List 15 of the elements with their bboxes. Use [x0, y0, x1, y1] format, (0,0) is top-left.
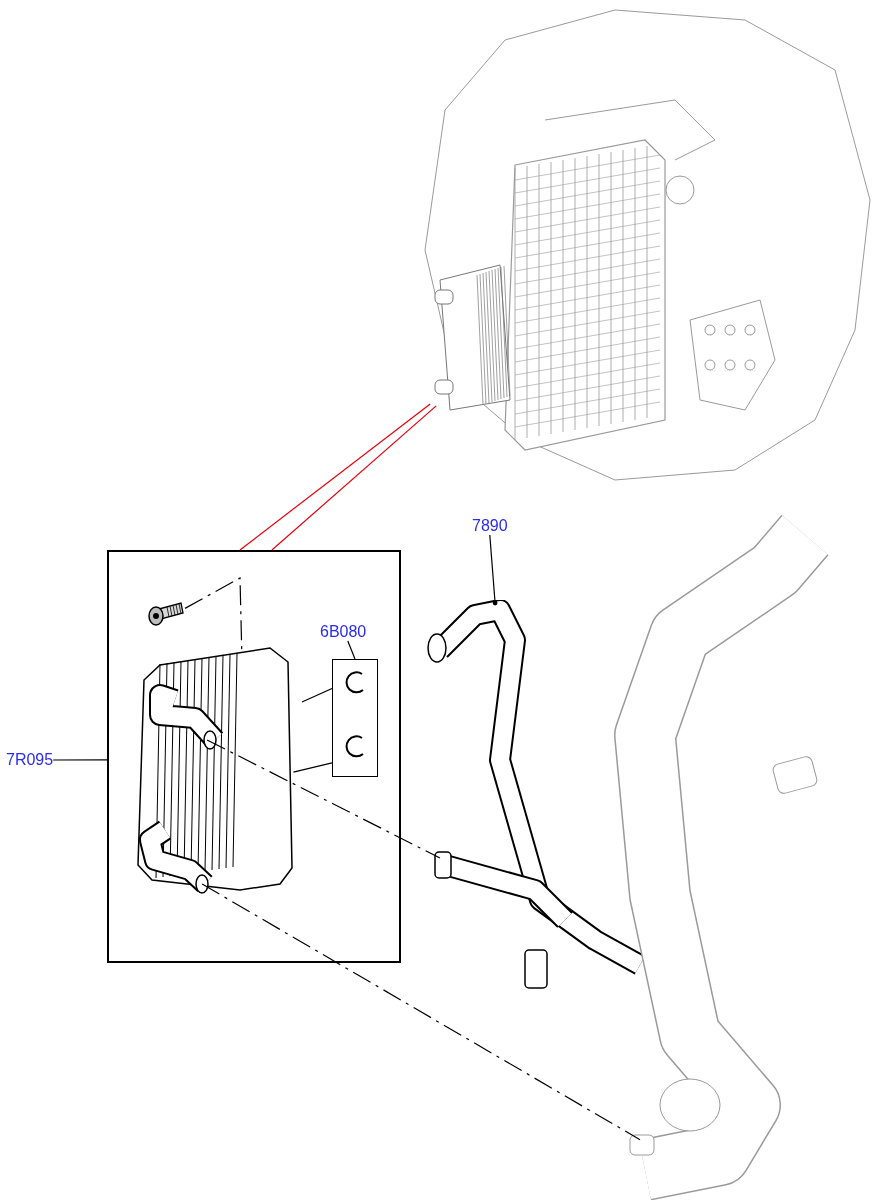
kit-frame: [107, 550, 401, 963]
part-number: 6B080: [320, 623, 367, 641]
leader-line: [239, 403, 431, 551]
assembly-line: [201, 883, 641, 1141]
assembly-line: [292, 762, 333, 773]
part-number: 7890: [472, 517, 508, 535]
leader-line: [347, 640, 356, 660]
leader-line: [489, 534, 498, 606]
assembly-line: [301, 687, 333, 703]
leader-line: [52, 759, 108, 761]
part-number: 7R095: [6, 751, 54, 769]
assembly-line: [206, 739, 441, 859]
parts-group-frame: [332, 659, 378, 777]
leader-line: [271, 405, 437, 551]
bolt-drawing: [147, 600, 185, 628]
